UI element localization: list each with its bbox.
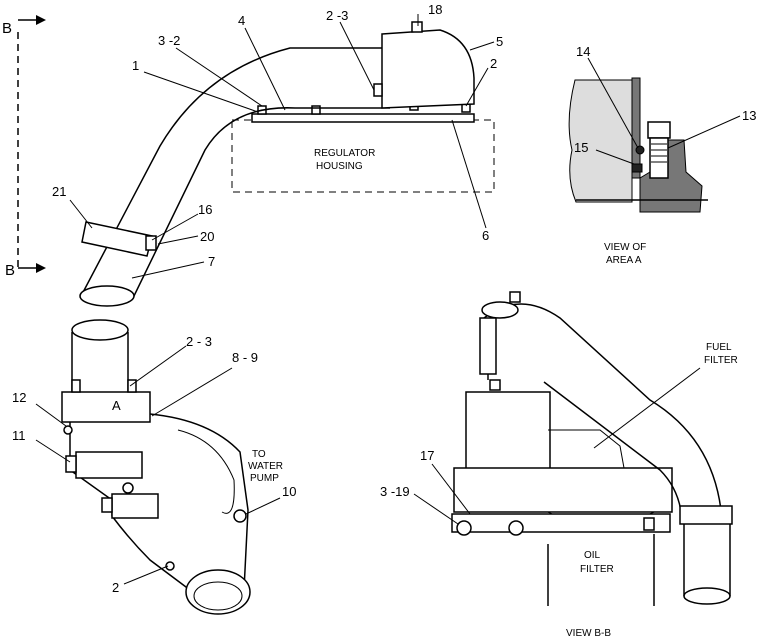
leaders-bottom-left [35, 345, 281, 585]
oil-filter-label-1: OIL [584, 550, 601, 561]
top-elbow-assembly [79, 21, 495, 307]
callout-7: 7 [208, 254, 215, 269]
regulator-housing-label-1: REGULATOR [314, 148, 375, 159]
water-pump-label-2: WATER [248, 461, 283, 472]
fuel-filter-label-1: FUEL [706, 342, 732, 353]
callout-15: 15 [574, 140, 588, 155]
callout-3-19: 3 -19 [380, 484, 410, 499]
water-pump-label-3: PUMP [250, 473, 279, 484]
view-area-a-label-1: VIEW OF [604, 242, 646, 253]
callout-2-3-top: 2 -3 [326, 8, 348, 23]
regulator-housing-label-2: HOUSING [316, 161, 363, 172]
callout-5: 5 [496, 34, 503, 49]
callout-2-3-bottom: 2 - 3 [186, 334, 212, 349]
view-bb-assembly [451, 291, 733, 606]
callout-21: 21 [52, 184, 66, 199]
callout-8-9: 8 - 9 [232, 350, 258, 365]
callout-12: 12 [12, 390, 26, 405]
bottom-elbow-assembly [61, 319, 251, 615]
callout-20: 20 [200, 229, 214, 244]
callout-2-bottom: 2 [112, 580, 119, 595]
leaders-area-a [587, 57, 741, 165]
callout-10: 10 [282, 484, 296, 499]
callout-11: 11 [12, 428, 26, 443]
callout-2-top: 2 [490, 56, 497, 71]
section-marker-bottom: B [5, 262, 15, 279]
section-marker-top: B [2, 20, 12, 37]
view-bb-label: VIEW B-B [566, 628, 611, 639]
callout-3-2: 3 -2 [158, 33, 180, 48]
callout-18: 18 [428, 2, 442, 17]
section-line-b [17, 15, 46, 273]
area-a-tag: A [112, 398, 121, 413]
callout-1: 1 [132, 58, 139, 73]
water-pump-label-1: TO [252, 449, 266, 460]
view-area-a-label-2: AREA A [606, 255, 642, 266]
callout-6: 6 [482, 228, 489, 243]
leaders-top [69, 14, 495, 279]
callout-17: 17 [420, 448, 434, 463]
view-of-area-a [568, 77, 708, 213]
callout-14: 14 [576, 44, 590, 59]
callout-16: 16 [198, 202, 212, 217]
oil-filter-label-2: FILTER [580, 564, 614, 575]
fuel-filter-label-2: FILTER [704, 355, 738, 366]
callout-13: 13 [742, 108, 756, 123]
leaders-view-bb [413, 367, 701, 525]
callout-4: 4 [238, 13, 245, 28]
